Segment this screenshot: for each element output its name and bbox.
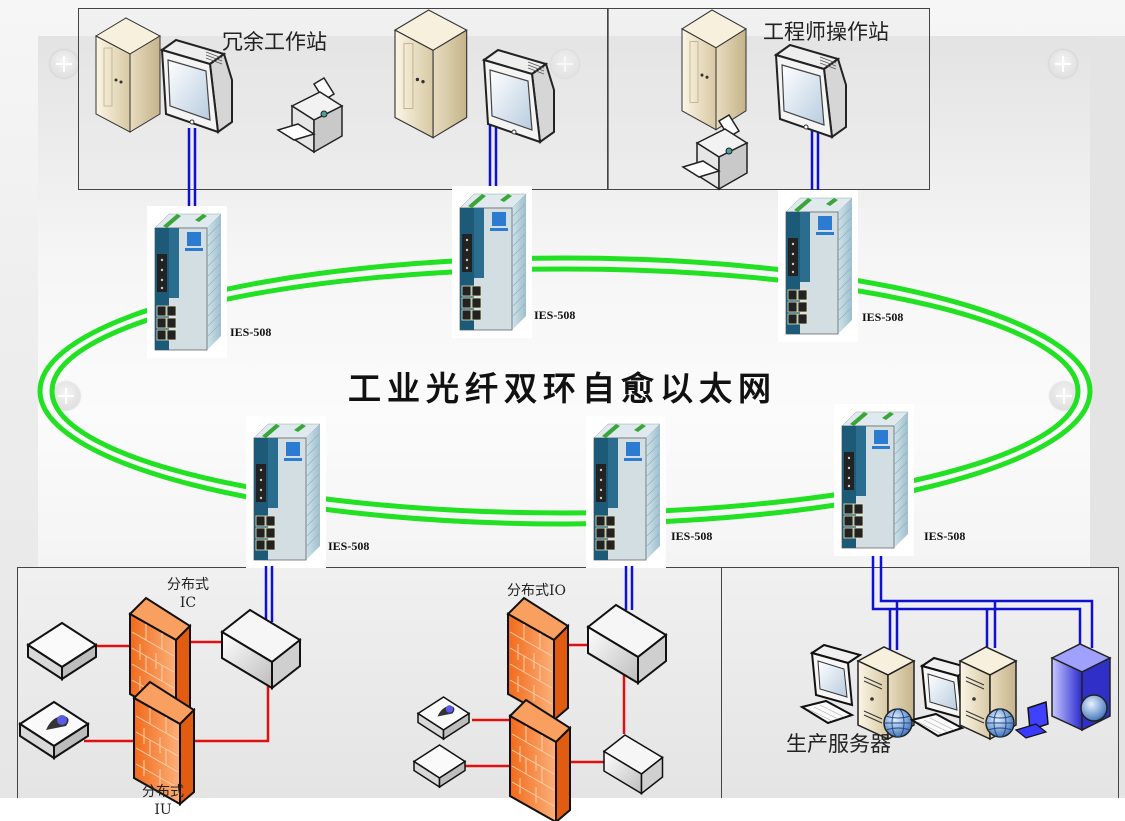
switch-label: IES-508 — [328, 539, 370, 553]
switch-label: IES-508 — [671, 529, 713, 543]
switch-ies508-icon — [451, 185, 533, 339]
switch-label: IES-508 — [924, 529, 966, 543]
io-device-icon — [27, 622, 97, 680]
monitor-icon — [775, 44, 847, 138]
switch-ies508-icon — [833, 403, 915, 557]
server-blue-icon — [1014, 643, 1112, 739]
ring-inner — [49, 266, 1081, 516]
zone-label-redundant-workstation: 冗余工作站 — [222, 30, 327, 54]
zone-label-production-servers: 生产服务器 — [786, 732, 891, 756]
label-distributed-iu-line2: IU — [154, 802, 172, 818]
hub-icon — [603, 734, 664, 795]
switch-ies508-icon — [146, 205, 228, 359]
firewall-io-icon — [507, 597, 569, 721]
switch-ies508-icon — [777, 189, 859, 343]
label-distributed-ic: 分布式 IC — [162, 576, 214, 612]
label-distributed-io: 分布式IO — [507, 583, 567, 599]
printer-icon — [277, 77, 343, 153]
plus-icon — [1049, 50, 1077, 78]
fieldbus-left — [84, 640, 270, 743]
label-distributed-ic-line2: IC — [179, 595, 197, 611]
fiber-ring — [37, 255, 1093, 527]
ring-outer — [37, 255, 1093, 527]
monitor-icon — [483, 49, 555, 143]
uplinks-bottom — [264, 556, 1094, 650]
workstation-tower-icon — [681, 9, 747, 131]
switch-label: IES-508 — [862, 310, 904, 324]
switch-ies508-icon — [585, 415, 667, 569]
zone-engineer-workstation — [607, 8, 930, 190]
pc-monitor-keyboard-icon — [801, 644, 861, 724]
workstation-tower-icon — [394, 9, 468, 139]
zone-label-engineer-workstation: 工程师操作站 — [763, 20, 889, 44]
hub-icon — [221, 609, 301, 689]
label-distributed-iu: 分布式 IU — [137, 783, 189, 819]
uplinks-top — [187, 112, 820, 212]
sensor-device-icon — [19, 701, 89, 759]
switch-ies508-icon — [245, 415, 327, 569]
switch-label: IES-508 — [534, 308, 576, 322]
label-distributed-iu-line1: 分布式 — [142, 784, 184, 800]
plus-icon — [50, 50, 78, 78]
sensor-device-icon — [417, 696, 470, 740]
server-globe-icon — [959, 646, 1017, 740]
server-globe-icon — [857, 646, 915, 740]
plus-icon — [551, 50, 579, 78]
label-distributed-ic-line1: 分布式 — [167, 577, 209, 593]
firewall-io-icon — [509, 699, 571, 821]
workstation-tower-icon — [95, 17, 161, 133]
io-device-icon — [413, 744, 466, 788]
hub-icon — [587, 604, 667, 684]
diagram-title: 工业光纤双环自愈以太网 — [348, 369, 777, 408]
switch-label: IES-508 — [230, 325, 272, 339]
